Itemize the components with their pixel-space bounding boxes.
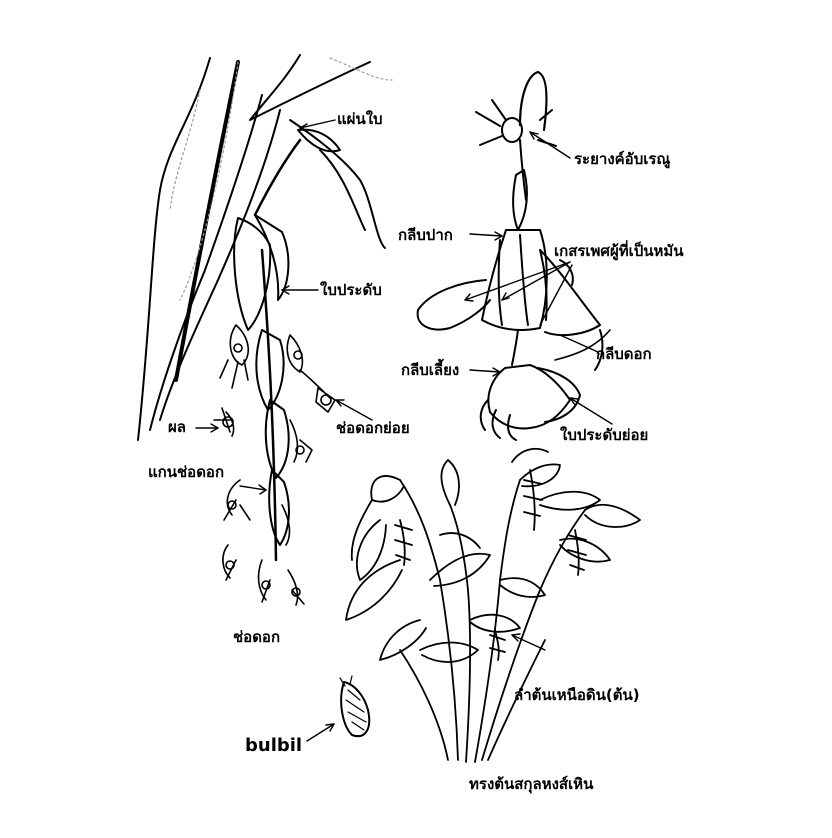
label-cincinnus: ช่อดอกย่อย [336,421,410,436]
label-leaf-blade: แผ่นใบ [337,112,383,127]
label-calyx: กลีบเลี้ยง [401,363,459,378]
label-pseudostem: ลำต้นเหนือดิน(ต้น) [514,688,640,703]
leaf-and-inflorescence-drawing [138,55,392,605]
label-labellum: กลีบปาก [398,228,453,243]
label-rachis: แกนช่อดอก [148,465,224,480]
bulbil-drawing [307,676,369,741]
label-inflorescence: ช่อดอก [233,630,280,645]
label-bulbil: bulbil [245,737,302,755]
label-corolla: กลีบดอก [596,347,652,362]
label-bract: ใบประดับ [320,283,382,298]
label-fruit: ผล [168,420,186,435]
label-bracteole: ใบประดับย่อย [560,428,648,443]
label-staminodes: เกสรเพศผู้ที่เป็นหมัน [554,244,684,259]
label-habit: ทรงต้นสกุลหงส์เหิน [469,777,593,792]
habit-drawing [346,449,640,762]
label-anther-appendage: ระยางค์อับเรณู [574,152,670,167]
